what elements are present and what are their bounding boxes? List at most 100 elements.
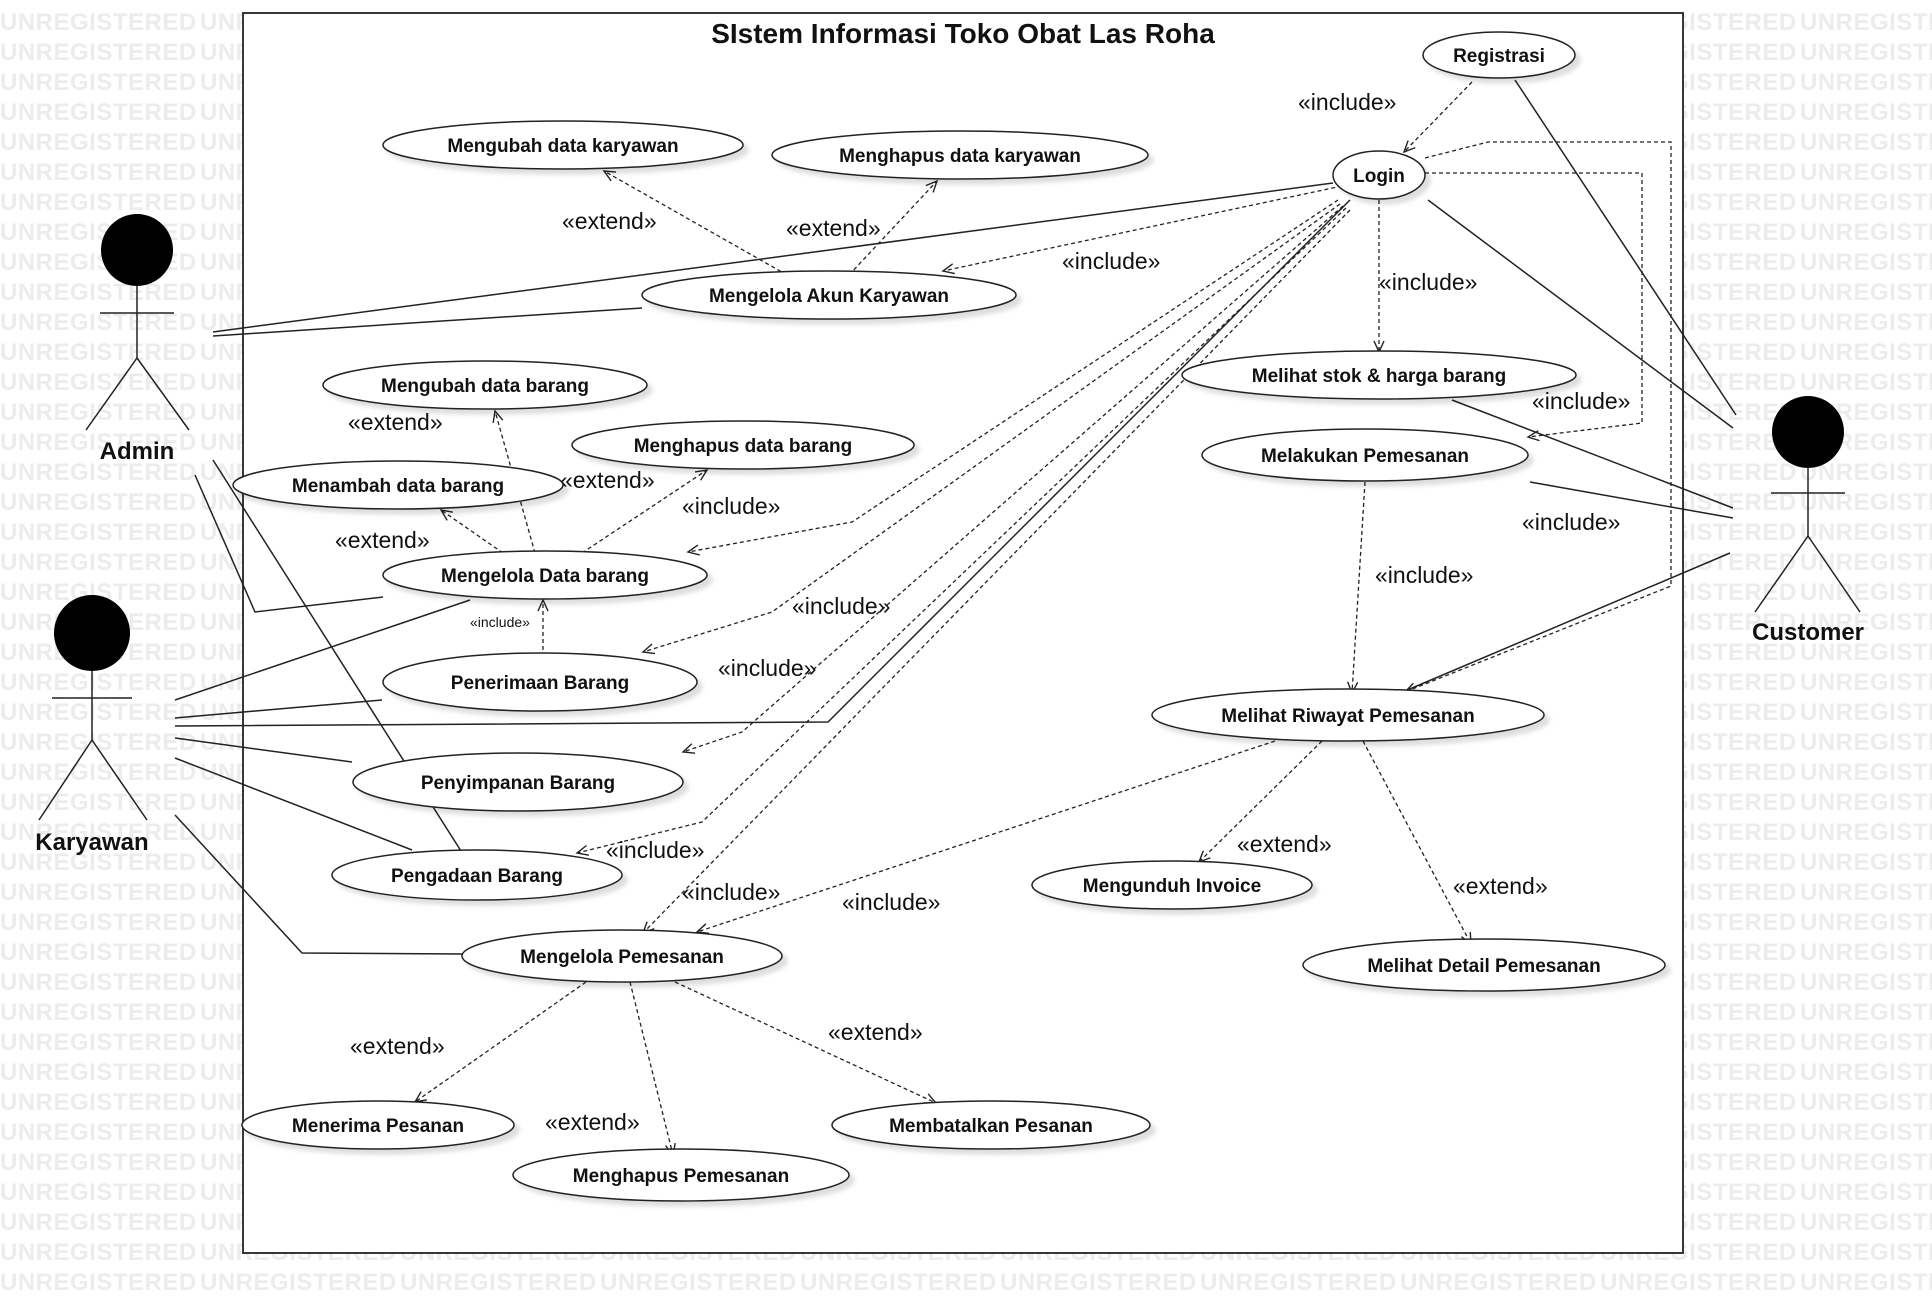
watermark-text: UNREGISTERED — [0, 669, 197, 696]
dependencies — [413, 81, 1672, 1157]
assoc-admin-login — [212, 182, 1334, 333]
watermark-text: UNREGISTERED — [1400, 1299, 1597, 1302]
include-label: «include» — [842, 889, 940, 915]
watermark-text: UNREGISTERED — [0, 39, 197, 66]
watermark-text: UNREGISTERED — [1000, 1269, 1197, 1296]
use-case-melihat-detail-pemesanan[interactable]: Melihat Detail Pemesanan — [1302, 938, 1666, 992]
extend-label: «extend» — [1237, 831, 1332, 857]
watermark-text: UNREGISTERED — [400, 1299, 597, 1302]
extend-label: «extend» — [560, 467, 655, 493]
watermark-text: UNREGISTERED — [0, 1209, 197, 1236]
actor-body-icon — [85, 286, 190, 431]
use-case-menghapus-data-karyawan[interactable]: Menghapus data karyawan — [771, 130, 1149, 180]
dep-riwayat-invoice — [1197, 740, 1323, 864]
use-case-mengubah-data-barang[interactable]: Mengubah data barang — [322, 360, 648, 410]
watermark-text: UNREGISTERED — [1800, 879, 1932, 906]
use-cases: Registrasi Login Mengubah data karyawan … — [232, 31, 1666, 1202]
watermark-text: UNREGISTERED — [1200, 1299, 1397, 1302]
use-case-melakukan-pemesanan[interactable]: Melakukan Pemesanan — [1201, 428, 1529, 482]
use-case-registrasi[interactable]: Registrasi — [1422, 31, 1576, 79]
watermark-text: UNREGISTERED — [1800, 309, 1932, 336]
use-case-label: Menghapus data barang — [634, 436, 853, 457]
actor-admin[interactable]: Admin — [85, 214, 190, 465]
actor-karyawan[interactable]: Karyawan — [35, 595, 149, 856]
watermark-text: UNREGISTERED — [1600, 1269, 1797, 1296]
watermark-text: UNREGISTERED — [1000, 1299, 1197, 1302]
stereotype-labels: «include» «include» «include» «include» … — [335, 89, 1630, 1135]
include-label: «include» — [682, 493, 780, 519]
use-case-mengunduh-invoice[interactable]: Mengunduh Invoice — [1031, 860, 1313, 910]
include-label: «include» — [1532, 388, 1630, 414]
use-case-mengelola-akun-karyawan[interactable]: Mengelola Akun Karyawan — [641, 270, 1017, 320]
include-label-small: «include» — [470, 614, 530, 630]
watermark-text: UNREGISTERED — [800, 1269, 997, 1296]
system-boundary — [242, 12, 1684, 1254]
dep-login-penerimaan — [641, 203, 1341, 655]
dep-akun-hapus-karyawan — [848, 179, 939, 276]
use-case-menambah-data-barang[interactable]: Menambah data barang — [232, 460, 564, 510]
watermark-text: UNREGISTERED — [0, 1239, 197, 1266]
watermark-text: UNREGISTERED — [1800, 129, 1932, 156]
dep-login-penyimpanan — [681, 205, 1344, 754]
use-case-penerimaan-barang[interactable]: Penerimaan Barang — [382, 652, 698, 712]
actor-customer[interactable]: Customer — [1752, 396, 1864, 646]
use-case-penyimpanan-barang[interactable]: Penyimpanan Barang — [352, 752, 684, 812]
use-case-mengelola-data-barang[interactable]: Mengelola Data barang — [382, 550, 708, 600]
dep-riwayat-detail — [1362, 740, 1472, 946]
use-case-membatalkan-pesanan[interactable]: Membatalkan Pesanan — [831, 1100, 1151, 1150]
use-case-label: Penerimaan Barang — [451, 673, 629, 694]
use-case-mengelola-pemesanan[interactable]: Mengelola Pemesanan — [461, 929, 783, 983]
watermark-text: UNREGISTERED — [400, 1269, 597, 1296]
extend-label: «extend» — [786, 215, 881, 241]
watermark-text: UNREGISTERED — [1800, 819, 1932, 846]
extend-label: «extend» — [348, 409, 443, 435]
extend-label: «extend» — [1453, 873, 1548, 899]
use-case-label: Mengelola Pemesanan — [520, 947, 724, 968]
use-case-menghapus-pemesanan[interactable]: Menghapus Pemesanan — [512, 1148, 850, 1202]
watermark-text: UNREGISTERED — [0, 1119, 197, 1146]
watermark-text: UNREGISTERED — [0, 549, 197, 576]
watermark-text: UNREGISTERED — [1800, 1179, 1932, 1206]
watermark-text: UNREGISTERED — [0, 849, 197, 876]
watermark-text: UNREGISTERED — [200, 1269, 397, 1296]
dep-kelola-barang-tambah — [439, 509, 504, 554]
watermark-text: UNREGISTERED — [1800, 189, 1932, 216]
watermark-text: UNREGISTERED — [1800, 279, 1932, 306]
assoc-karyawan-penyimpanan — [174, 737, 353, 763]
dep-pemesanan-riwayat — [1347, 481, 1366, 695]
extend-label: «extend» — [545, 1109, 640, 1135]
watermark-text: UNREGISTERED — [0, 1059, 197, 1086]
use-case-label: Mengubah data karyawan — [447, 136, 678, 157]
use-case-menghapus-data-barang[interactable]: Menghapus data barang — [571, 420, 915, 470]
watermark-text: UNREGISTERED — [0, 819, 197, 846]
use-case-label: Mengubah data barang — [381, 376, 589, 397]
assoc-admin-akun-karyawan — [212, 307, 643, 337]
actor-body-icon — [38, 671, 148, 821]
use-case-melihat-riwayat-pemesanan[interactable]: Melihat Riwayat Pemesanan — [1151, 688, 1545, 742]
use-case-label: Pengadaan Barang — [391, 866, 563, 887]
use-case-label: Melihat Detail Pemesanan — [1367, 956, 1600, 977]
include-label: «include» — [682, 879, 780, 905]
watermark-text: UNREGISTERED — [0, 789, 197, 816]
watermark-text: UNREGISTERED — [0, 1269, 197, 1296]
watermark-text: UNREGISTERED — [0, 759, 197, 786]
use-case-mengubah-data-karyawan[interactable]: Mengubah data karyawan — [382, 120, 744, 170]
use-case-label: Menambah data barang — [292, 476, 504, 497]
use-case-login[interactable]: Login — [1332, 150, 1426, 200]
assoc-karyawan-kelola-barang — [174, 599, 471, 701]
watermark-text: UNREGISTERED — [1800, 939, 1932, 966]
watermark-text: UNREGISTERED — [0, 279, 197, 306]
use-case-melihat-stok-harga[interactable]: Melihat stok & harga barang — [1181, 350, 1577, 400]
dep-registrasi-login — [1402, 81, 1473, 154]
watermark-text: UNREGISTERED — [0, 1089, 197, 1116]
assoc-karyawan-penerimaan — [174, 699, 383, 719]
watermark-text: UNREGISTERED — [0, 69, 197, 96]
use-case-menerima-pesanan[interactable]: Menerima Pesanan — [241, 1100, 515, 1150]
use-case-pengadaan-barang[interactable]: Pengadaan Barang — [331, 849, 623, 901]
actor-label: Customer — [1752, 619, 1864, 646]
watermark-text: UNREGISTERED — [1800, 999, 1932, 1026]
include-label: «include» — [792, 593, 890, 619]
dep-login-pengadaan — [575, 207, 1347, 856]
dep-akun-ubah-karyawan — [602, 170, 788, 276]
